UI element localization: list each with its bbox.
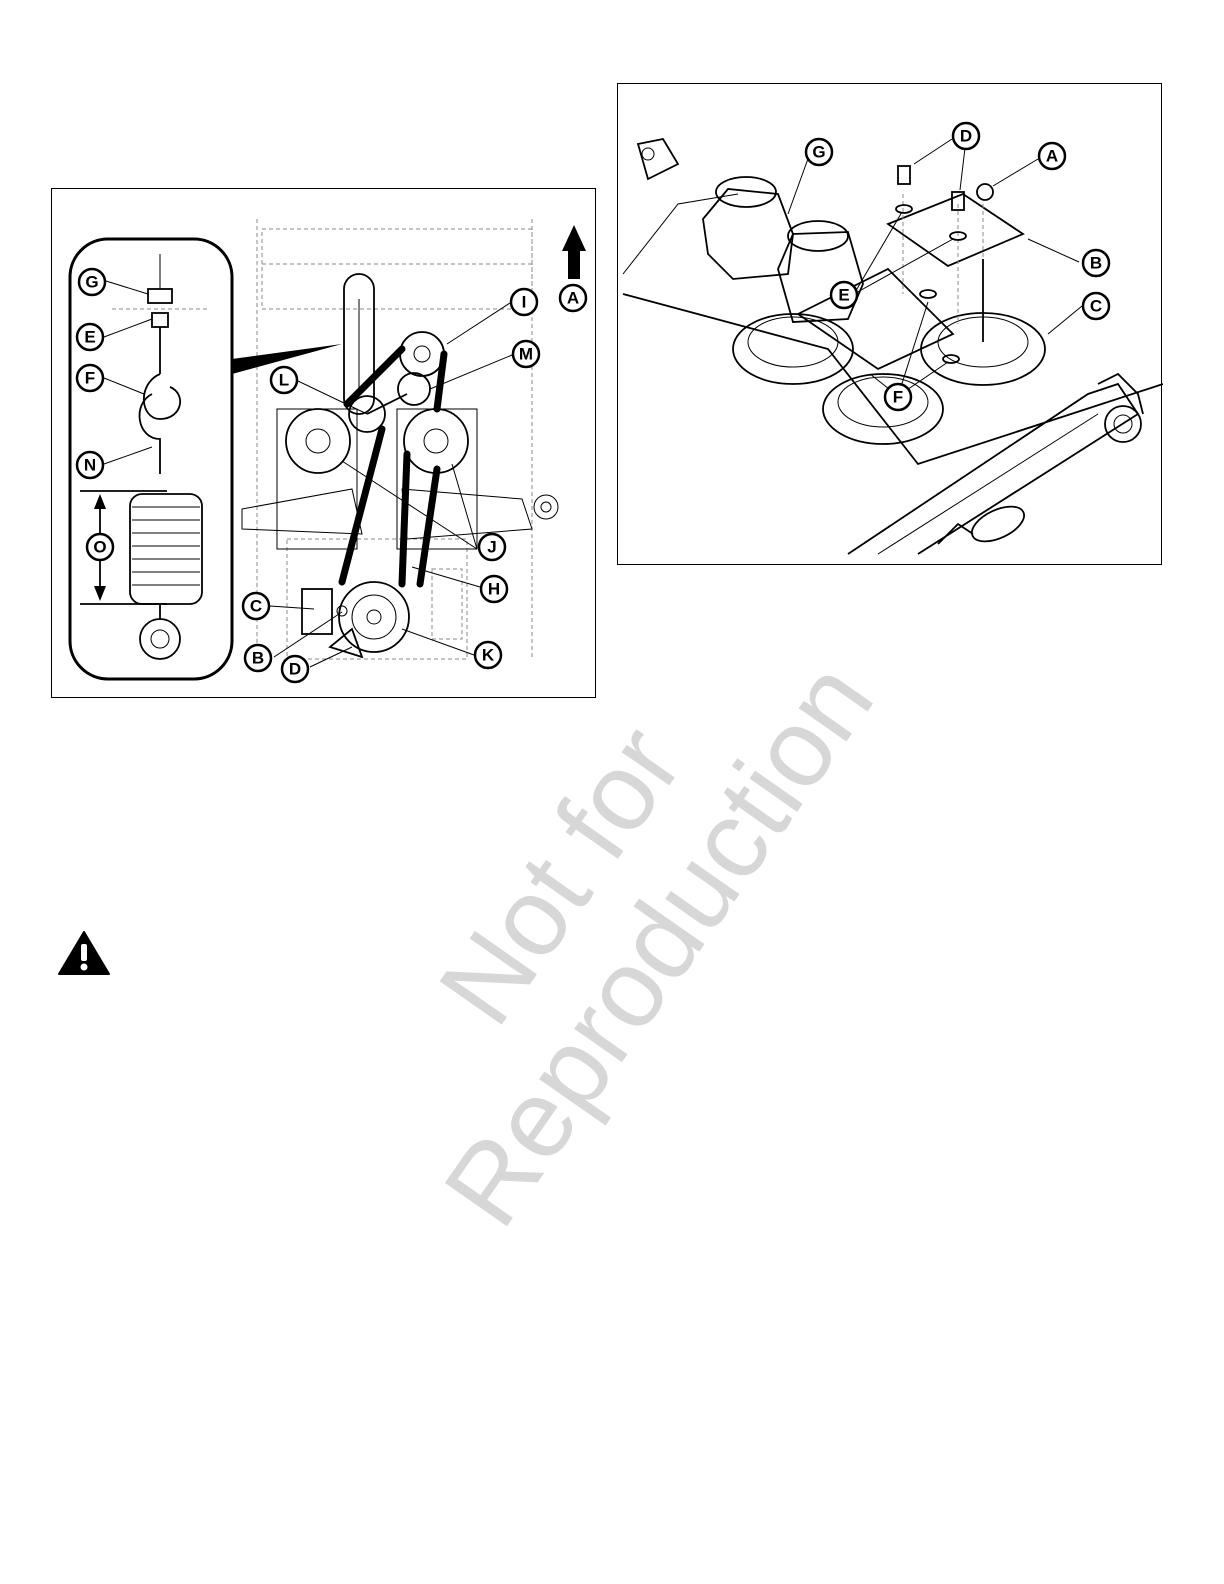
callout-J: J <box>479 534 505 560</box>
callout-F: F <box>885 384 911 410</box>
mower-deck-figure: D G A B C E F <box>617 83 1162 565</box>
callout-E: E <box>831 282 857 308</box>
warning-triangle-icon <box>57 930 111 976</box>
svg-text:F: F <box>893 388 903 407</box>
watermark-line-2: Reproduction <box>421 640 898 1249</box>
svg-text:N: N <box>84 456 96 475</box>
svg-text:E: E <box>84 328 95 347</box>
belt-routing-figure: G E F N O I M L J H C B D K A <box>51 188 596 698</box>
callout-A: A <box>560 285 586 311</box>
svg-text:G: G <box>85 273 98 292</box>
leader-lines <box>788 139 1082 396</box>
svg-text:I: I <box>522 293 527 312</box>
svg-text:K: K <box>482 646 495 665</box>
callout-L: L <box>271 367 297 393</box>
callout-C: C <box>243 593 269 619</box>
svg-text:E: E <box>838 286 849 305</box>
mower-deck-drawing: D G A B C E F <box>618 84 1163 566</box>
deck-plate <box>623 139 1163 554</box>
callout-B: B <box>1083 250 1109 276</box>
callout-B: B <box>245 645 271 671</box>
engine-pulley <box>302 582 409 657</box>
blade-pulleys <box>733 259 1045 444</box>
transaxles <box>242 409 558 549</box>
callout-O: O <box>87 534 113 560</box>
callout-G: G <box>79 269 105 295</box>
svg-text:C: C <box>1090 297 1102 316</box>
svg-text:C: C <box>250 597 262 616</box>
svg-text:D: D <box>289 660 301 679</box>
callout-E: E <box>77 324 103 350</box>
callout-G: G <box>806 139 832 165</box>
belt-routing-drawing: G E F N O I M L J H C B D K A <box>52 189 597 699</box>
bracket-plate <box>798 194 1023 369</box>
svg-text:A: A <box>567 289 579 308</box>
svg-text:G: G <box>812 143 825 162</box>
callout-D: D <box>953 123 979 149</box>
callout-H: H <box>481 576 507 602</box>
svg-text:H: H <box>488 580 500 599</box>
svg-text:J: J <box>487 538 496 557</box>
svg-text:A: A <box>1046 147 1058 166</box>
svg-text:D: D <box>960 127 972 146</box>
svg-text:F: F <box>85 369 95 388</box>
svg-text:M: M <box>519 345 533 364</box>
svg-text:B: B <box>252 649 264 668</box>
svg-text:O: O <box>93 538 106 557</box>
callout-F: F <box>77 365 103 391</box>
callout-A: A <box>1039 143 1065 169</box>
callout-C: C <box>1083 293 1109 319</box>
callout-D: D <box>282 656 308 682</box>
callout-I: I <box>511 289 537 315</box>
svg-text:B: B <box>1090 254 1102 273</box>
callout-M: M <box>513 341 539 367</box>
callout-N: N <box>77 452 103 478</box>
callout-K: K <box>475 642 501 668</box>
svg-text:L: L <box>279 371 289 390</box>
arrow-up-icon <box>562 225 586 279</box>
